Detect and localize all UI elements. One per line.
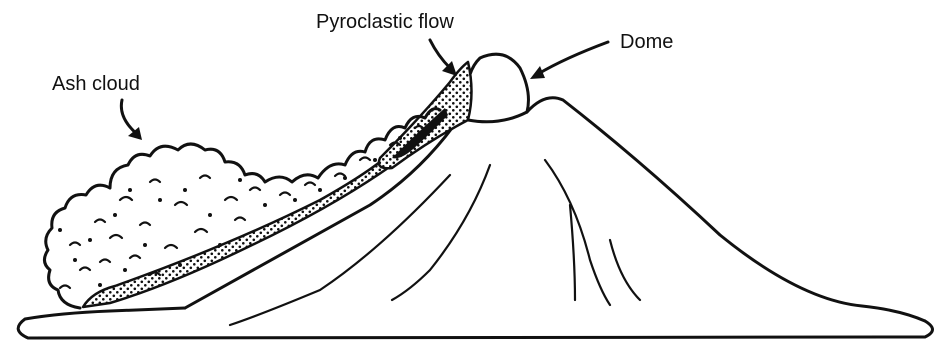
pyroclastic-flow-label: Pyroclastic flow [316,11,454,33]
dome-label: Dome [620,31,673,53]
ash-cloud-label: Ash cloud [52,73,140,95]
ash-cloud-outline [44,109,440,308]
pyroclastic-flow-arrow [430,40,457,76]
lava-dome [467,54,529,122]
volcano-gullies [230,160,640,325]
ash-cloud-dots [58,136,402,287]
volcano-right-flank [527,98,925,321]
ground-outline [18,308,932,338]
ash-cloud-arrow [121,100,142,140]
dome-arrow [530,42,608,79]
